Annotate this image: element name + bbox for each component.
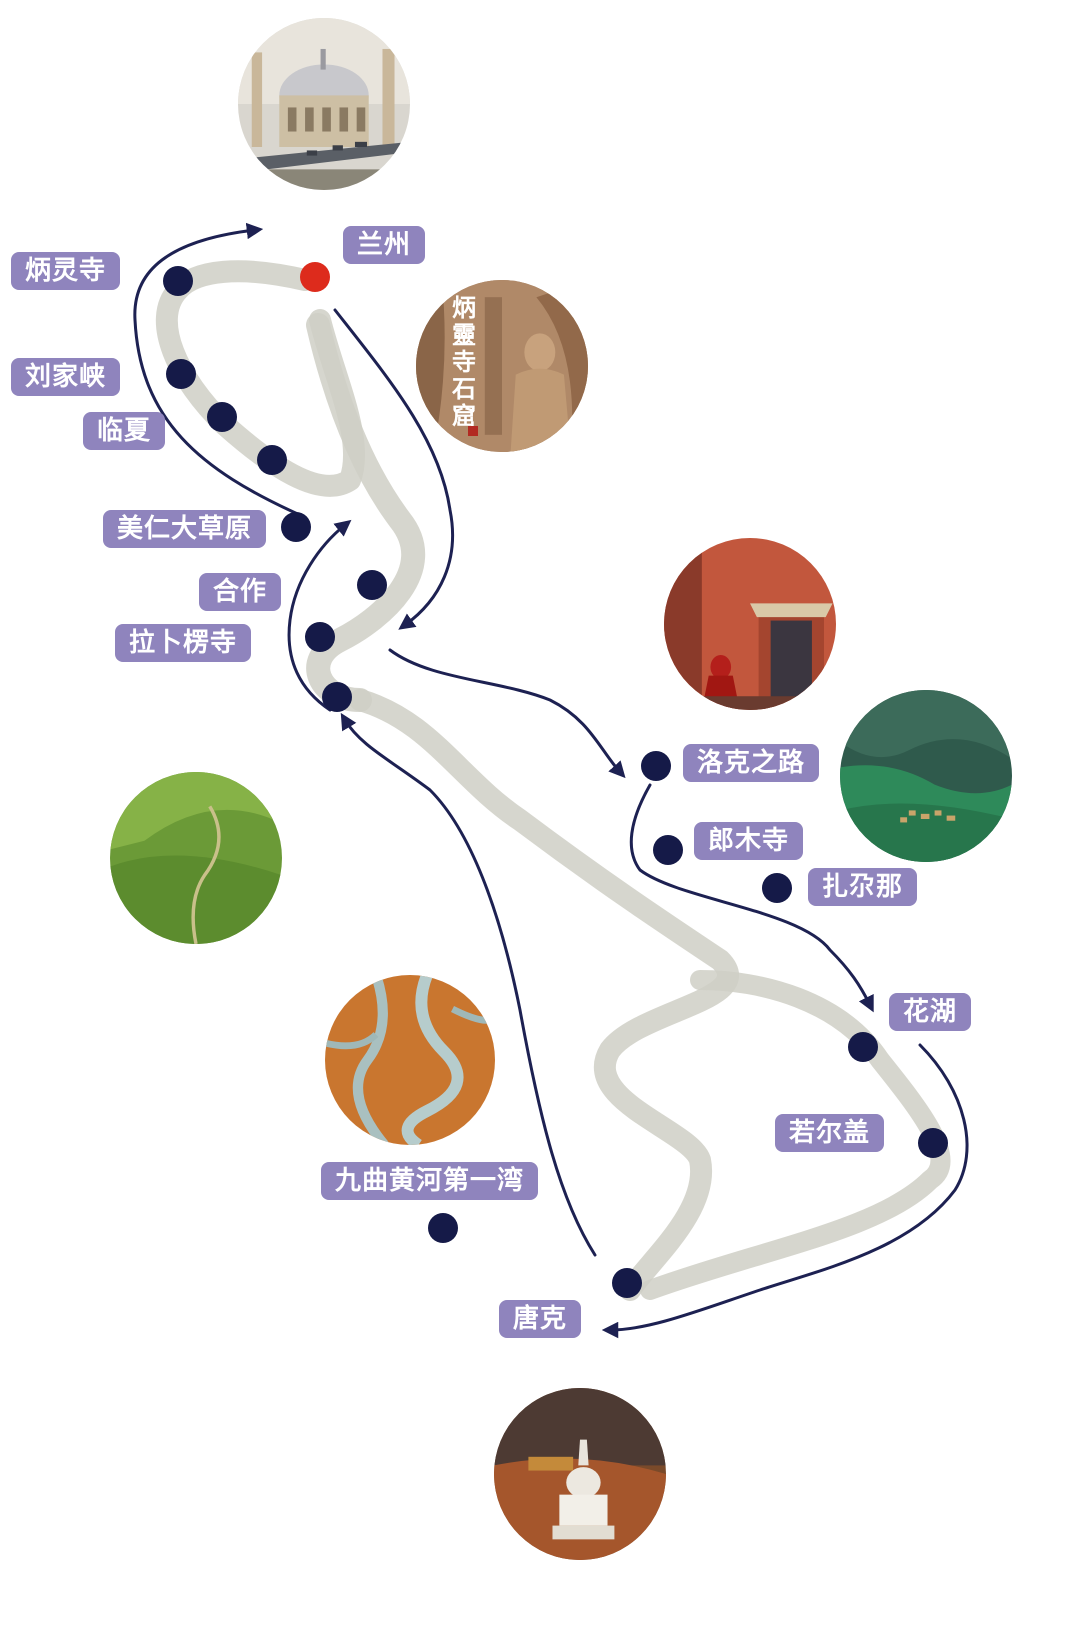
stop-label-huahu[interactable]: 花湖 — [889, 993, 972, 1031]
stop-label-labuleng[interactable]: 拉卜楞寺 — [115, 624, 252, 662]
stop-label-ruoergai[interactable]: 若尔盖 — [775, 1114, 885, 1152]
grotto-overlay-text: 炳 靈 寺 石 窟 — [446, 294, 482, 429]
stop-label-meiren[interactable]: 美仁大草原 — [103, 510, 267, 548]
grotto-char: 窟 — [452, 401, 476, 430]
stop-dot-langmusi[interactable] — [653, 835, 683, 865]
arrow-to-tangke — [601, 1043, 969, 1339]
stop-dot-labuleng-2[interactable] — [322, 682, 352, 712]
stop-label-lanzhou[interactable]: 兰州 — [343, 226, 426, 264]
stop-label-linxia[interactable]: 临夏 — [83, 412, 166, 450]
meander-photo — [325, 975, 495, 1145]
arrow-up-west — [287, 519, 352, 712]
stop-dot-hezuo[interactable] — [357, 570, 387, 600]
stop-label-hezuo[interactable]: 合作 — [199, 573, 282, 611]
stop-label-langmusi[interactable]: 郎木寺 — [694, 822, 804, 860]
arrow-back-north — [340, 712, 597, 1257]
stop-label-jiuqu[interactable]: 九曲黄河第一湾 — [321, 1162, 539, 1200]
stop-dot-zhagana[interactable] — [762, 873, 792, 903]
stop-label-tangke[interactable]: 唐克 — [499, 1300, 582, 1338]
grotto-char: 靈 — [452, 320, 476, 349]
grotto-char: 寺 — [452, 347, 476, 376]
arrow-to-lanzhou — [133, 222, 302, 517]
stop-dot-tangke[interactable] — [612, 1268, 642, 1298]
arrow-to-huahu — [629, 783, 874, 1013]
monastery-photo — [664, 538, 836, 710]
stop-dot-luoke[interactable] — [641, 751, 671, 781]
grotto-char: 炳 — [452, 293, 476, 322]
grassland-photo — [110, 772, 282, 944]
stop-dot-huahu[interactable] — [848, 1032, 878, 1062]
stop-dot-linxia[interactable] — [207, 402, 237, 432]
stop-dot-ruoergai[interactable] — [918, 1128, 948, 1158]
stop-dot-binglingsi[interactable] — [163, 266, 193, 296]
mosque-photo — [238, 18, 410, 190]
stop-dot-liujiaxia[interactable] — [166, 359, 196, 389]
arrow-to-luoke — [388, 648, 626, 779]
grotto-char: 石 — [452, 374, 476, 403]
stupa-photo — [494, 1388, 666, 1560]
stop-dot-linxia-2[interactable] — [257, 445, 287, 475]
valley-photo — [840, 690, 1012, 862]
stop-dot-meiren[interactable] — [281, 512, 311, 542]
stop-dot-labuleng[interactable] — [305, 622, 335, 652]
grotto-photo: 炳 靈 寺 石 窟 — [416, 280, 588, 452]
stop-label-zhagana[interactable]: 扎尕那 — [808, 868, 918, 906]
stop-label-binglingsi[interactable]: 炳灵寺 — [11, 252, 121, 290]
stop-dot-lanzhou[interactable] — [300, 262, 330, 292]
arrow-down-east — [333, 308, 455, 630]
stop-dot-jiuqu[interactable] — [428, 1213, 458, 1243]
route-arrows — [133, 222, 969, 1339]
grotto-seal-icon — [468, 426, 478, 436]
stop-label-liujiaxia[interactable]: 刘家峡 — [11, 358, 121, 396]
stop-label-luoke[interactable]: 洛克之路 — [683, 744, 820, 782]
